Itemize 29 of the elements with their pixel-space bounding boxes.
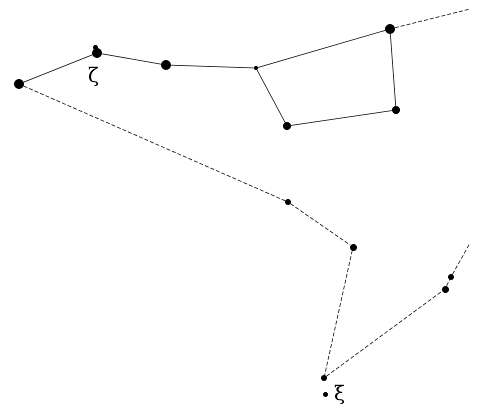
constellation-line bbox=[170, 64, 254, 68]
star-dot bbox=[322, 392, 328, 396]
star-dot bbox=[321, 375, 327, 381]
constellation-line bbox=[452, 242, 470, 275]
star-dot bbox=[385, 24, 395, 34]
constellation-line bbox=[23, 54, 93, 83]
star-dot bbox=[448, 274, 454, 280]
star-dot bbox=[161, 60, 171, 70]
constellation-line bbox=[290, 203, 351, 246]
constellation-line bbox=[390, 34, 396, 106]
star-dot bbox=[283, 122, 291, 130]
constellation-line bbox=[446, 279, 450, 286]
star-dot bbox=[392, 106, 400, 114]
star-dot bbox=[14, 79, 24, 89]
star-dot bbox=[92, 48, 102, 58]
constellation-line bbox=[394, 8, 470, 28]
star-label: ζ bbox=[88, 64, 99, 86]
star-dot bbox=[350, 244, 356, 250]
constellation-line bbox=[324, 250, 353, 376]
constellation-line bbox=[326, 290, 443, 377]
star-dot bbox=[285, 199, 291, 205]
constellation-line bbox=[256, 70, 286, 123]
star-dot bbox=[442, 286, 448, 292]
constellation-line bbox=[101, 53, 162, 65]
constellation-line bbox=[290, 110, 392, 126]
star-label: ξ bbox=[334, 382, 346, 404]
star-dot bbox=[254, 66, 258, 70]
constellation-line bbox=[23, 86, 286, 202]
constellation-line bbox=[258, 30, 386, 68]
